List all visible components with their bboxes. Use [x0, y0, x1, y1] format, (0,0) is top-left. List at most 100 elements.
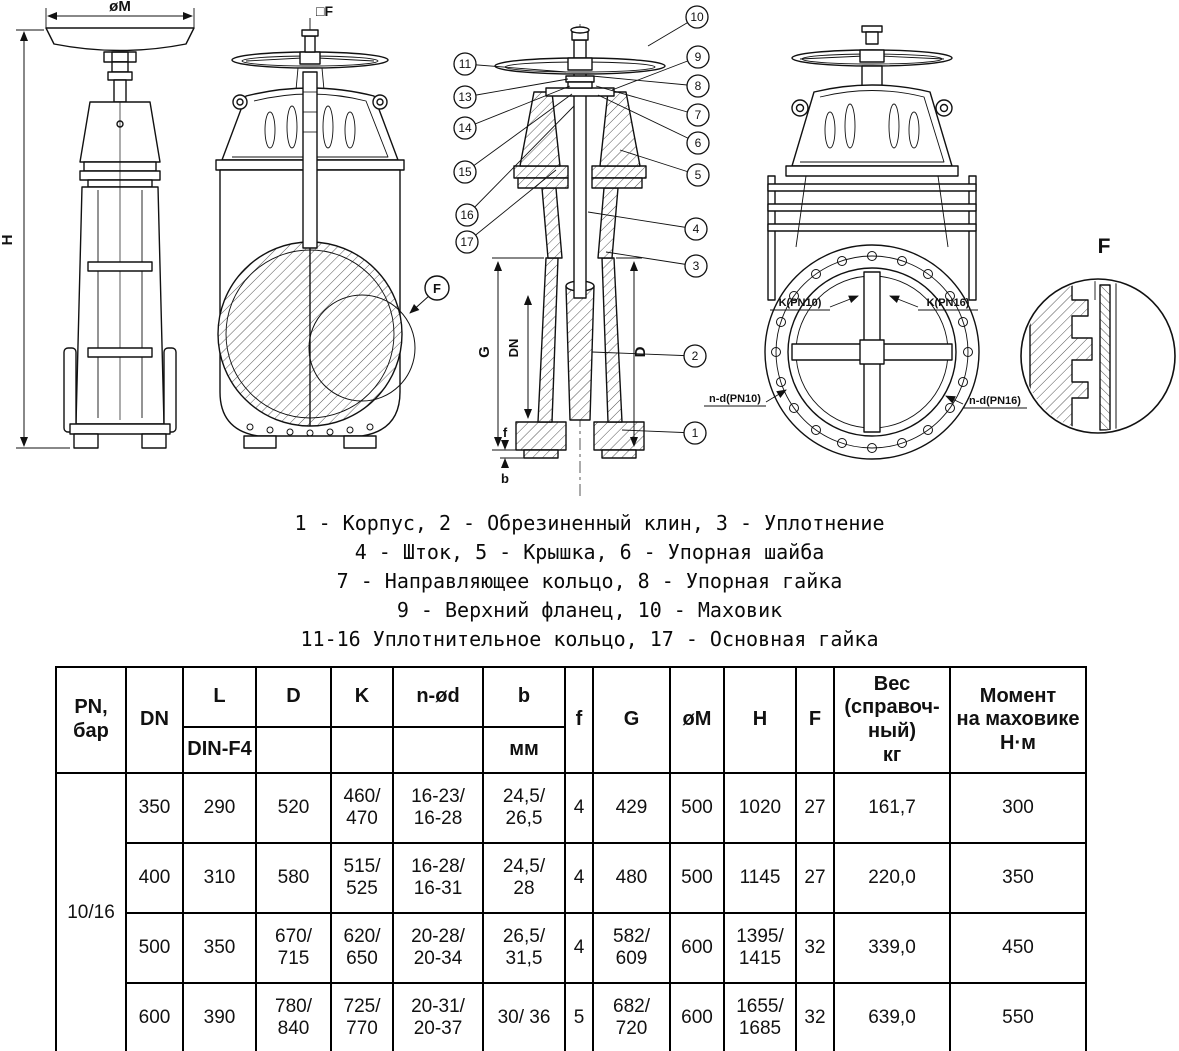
cell-pn: 10/16 — [55, 772, 127, 1051]
parts-legend: 1 - Корпус, 2 - Обрезиненный клин, 3 - У… — [0, 509, 1179, 654]
cell-b: 24,5/ 26,5 — [482, 772, 566, 844]
callout-14: 14 — [458, 121, 472, 135]
cell-b: 26,5/ 31,5 — [482, 912, 566, 984]
cell-l: 310 — [182, 842, 257, 914]
callout-17: 17 — [460, 235, 474, 249]
callout-6: 6 — [695, 136, 702, 150]
col-header-g: G — [592, 666, 671, 774]
detail-f-title: F — [1098, 235, 1111, 258]
col-subheader-din-f4: DIN-F4 — [182, 726, 257, 774]
cell-weight: 639,0 — [833, 982, 951, 1051]
cell-g: 429 — [592, 772, 671, 844]
detail-f-callout-label: F — [433, 281, 441, 296]
bonnet-rear — [791, 84, 953, 167]
detail-body-wall — [1029, 281, 1093, 431]
cell-weight: 161,7 — [833, 772, 951, 844]
legend-line-1: 1 - Корпус, 2 - Обрезиненный клин, 3 - У… — [294, 511, 885, 535]
view-rear-flange — [704, 25, 1027, 460]
cell-d: 520 — [255, 772, 332, 844]
cell-k: 460/ 470 — [330, 772, 394, 844]
dimensions-table: PN, бар DN L D K n-ød b f G øM H F Вес (… — [55, 666, 1087, 1051]
cell-fdim: 27 — [795, 772, 835, 844]
col-header-f: f — [564, 666, 594, 774]
handwheel-side — [45, 27, 195, 52]
legend-line-5: 11-16 Уплотнительное кольцо, 17 - Основн… — [300, 627, 879, 651]
flange-bolt-dots — [246, 423, 374, 437]
dim-label-D: D — [632, 346, 649, 357]
eye-bolt-left — [791, 99, 809, 117]
cell-torque: 450 — [949, 912, 1087, 984]
dimension-oM — [45, 8, 195, 28]
cell-weight: 339,0 — [833, 912, 951, 984]
cell-b: 24,5/ 28 — [482, 842, 566, 914]
flange-label-k-pn16: K(PN16) — [927, 297, 970, 309]
callout-16: 16 — [460, 208, 474, 222]
cell-f: 4 — [564, 842, 594, 914]
detail-f-region-circle — [308, 294, 416, 402]
col-header-d: D — [255, 666, 332, 728]
dim-label-H: H — [0, 235, 16, 246]
table-row-dn500: 500 350 670/ 715 620/ 650 20-28/ 20-34 2… — [56, 912, 1087, 984]
stem-front — [302, 71, 318, 249]
callout-3: 3 — [693, 259, 700, 273]
col-header-fdim: F — [795, 666, 835, 774]
dim-label-DN: DN — [506, 339, 521, 358]
cell-g: 582/ 609 — [592, 912, 671, 984]
table-row-dn400: 400 310 580 515/ 525 16-28/ 16-31 24,5/ … — [56, 842, 1087, 914]
dim-label-F-square: □F — [316, 3, 333, 19]
cell-h: 1145 — [723, 842, 797, 914]
cell-d: 580 — [255, 842, 332, 914]
col-subheader-mm: мм — [482, 726, 566, 774]
cell-om: 600 — [669, 982, 725, 1051]
cell-g: 682/ 720 — [592, 982, 671, 1051]
legend-line-2: 4 - Шток, 5 - Крышка, 6 - Упорная шайба — [354, 540, 825, 564]
cell-k: 620/ 650 — [330, 912, 394, 984]
cell-f: 4 — [564, 772, 594, 844]
cell-torque: 350 — [949, 842, 1087, 914]
cell-om: 500 — [669, 842, 725, 914]
table-row-dn350: 10/16 350 290 520 460/ 470 16-23/ 16-28 … — [55, 772, 1087, 1051]
detail-seat-strip — [1099, 284, 1111, 431]
cell-k: 725/ 770 — [330, 982, 394, 1051]
callout-9: 9 — [695, 50, 702, 64]
callout-leader-lines — [464, 16, 699, 434]
col-subheader-empty-k — [330, 726, 394, 774]
flange-label-nd-pn16: n-d(PN16) — [969, 395, 1021, 407]
col-header-h: H — [723, 666, 797, 774]
flange-label-k-pn10: K(PN10) — [779, 297, 822, 309]
cell-nod: 16-28/ 16-31 — [392, 842, 484, 914]
col-header-nod: n-ød — [392, 666, 484, 728]
col-header-om: øM — [669, 666, 725, 774]
dim-label-f: f — [503, 425, 508, 440]
callout-circles — [453, 5, 710, 445]
cell-g: 480 — [592, 842, 671, 914]
eye-bolt-right — [935, 99, 953, 117]
cell-f: 5 — [564, 982, 594, 1051]
legend-line-4: 9 - Верхний фланец, 10 - Маховик — [396, 598, 783, 622]
lifting-lug-right — [372, 94, 388, 110]
view-detail-f — [1020, 278, 1176, 434]
legend-line-3: 7 - Направляющее кольцо, 8 - Упорная гай… — [336, 569, 843, 593]
cell-h: 1020 — [723, 772, 797, 844]
col-header-weight: Вес (справоч- ный) кг — [833, 666, 951, 774]
cell-dn: 600 — [125, 982, 184, 1051]
flange-label-nd-pn10: n-d(PN10) — [709, 393, 761, 405]
col-header-k: K — [330, 666, 394, 728]
cell-fdim: 32 — [795, 982, 835, 1051]
callout-2: 2 — [692, 349, 699, 363]
dim-label-oM: øM — [109, 0, 131, 15]
cell-l: 290 — [182, 772, 257, 844]
cell-dn: 400 — [125, 842, 184, 914]
table-row-dn600: 600 390 780/ 840 725/ 770 20-31/ 20-37 3… — [56, 982, 1087, 1051]
flange-bolt-holes — [771, 251, 973, 453]
detail-f-callout-circle — [424, 275, 450, 301]
callout-numbers: 10 9 8 7 6 5 4 3 2 1 11 13 14 15 16 17 — [458, 10, 704, 440]
cell-h: 1395/ 1415 — [723, 912, 797, 984]
valve-technical-drawing: øM H □F F G DN D f b K(PN10) K(PN16) n-d… — [0, 0, 1176, 497]
cell-d: 780/ 840 — [255, 982, 332, 1051]
col-header-l: L — [182, 666, 257, 728]
col-header-torque: Момент на маховике Н·м — [949, 666, 1087, 774]
cell-nod: 20-31/ 20-37 — [392, 982, 484, 1051]
dim-label-b: b — [501, 471, 509, 486]
dimension-H — [16, 29, 70, 449]
